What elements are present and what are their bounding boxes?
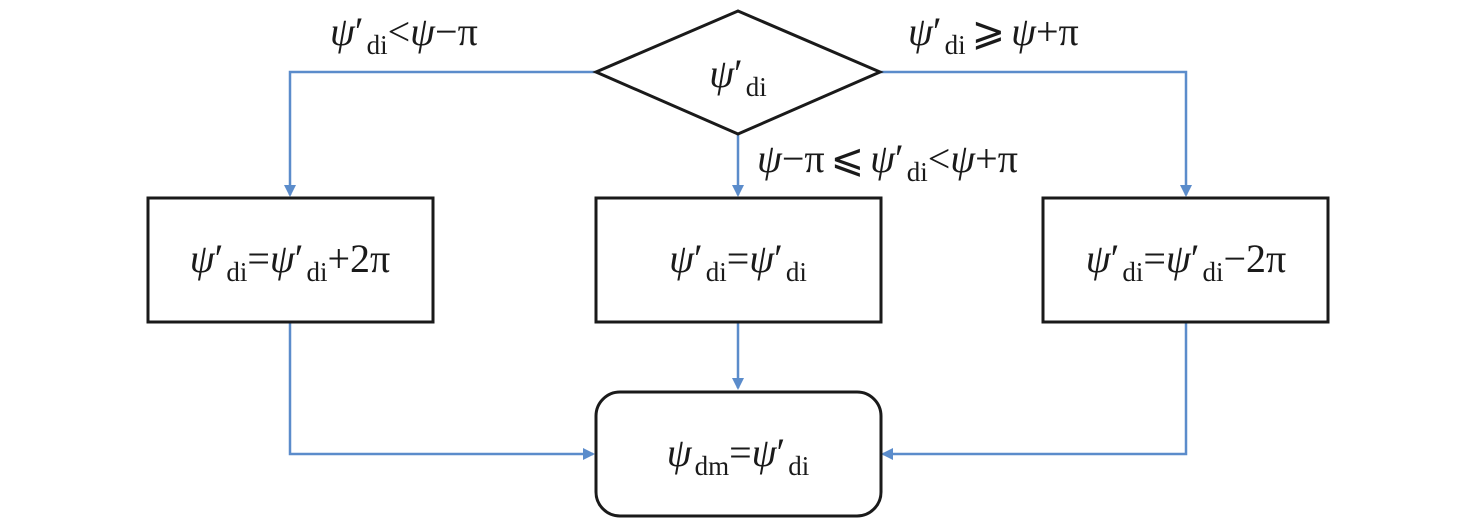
process-box-right-label: ψ′di=ψ′di−2π: [1086, 236, 1287, 287]
process-box-middle-label: ψ′di=ψ′di: [669, 236, 807, 287]
decision-diamond: [592, 9, 884, 136]
branch-label-left: ψ′di<ψ−π: [330, 9, 478, 60]
branch-label-right: ψ′di⩾ψ+π: [908, 9, 1079, 60]
connector-left-box-to-result: [288, 322, 595, 460]
process-box-right: [1041, 196, 1330, 324]
decision-label: ψ′di: [709, 51, 767, 102]
process-box-middle: [594, 196, 883, 324]
connector-decision-to-right-box: [880, 70, 1192, 197]
result-box: [594, 390, 883, 518]
connector-right-box-to-result: [881, 322, 1188, 460]
process-box-left-label: ψ′di=ψ′di+2π: [190, 236, 391, 287]
process-box-left: [146, 196, 435, 324]
connector-decision-to-left-box: [284, 70, 596, 197]
connectors: [284, 70, 1192, 460]
branch-label-middle: ψ−π⩽ψ′di<ψ+π: [757, 136, 1018, 187]
